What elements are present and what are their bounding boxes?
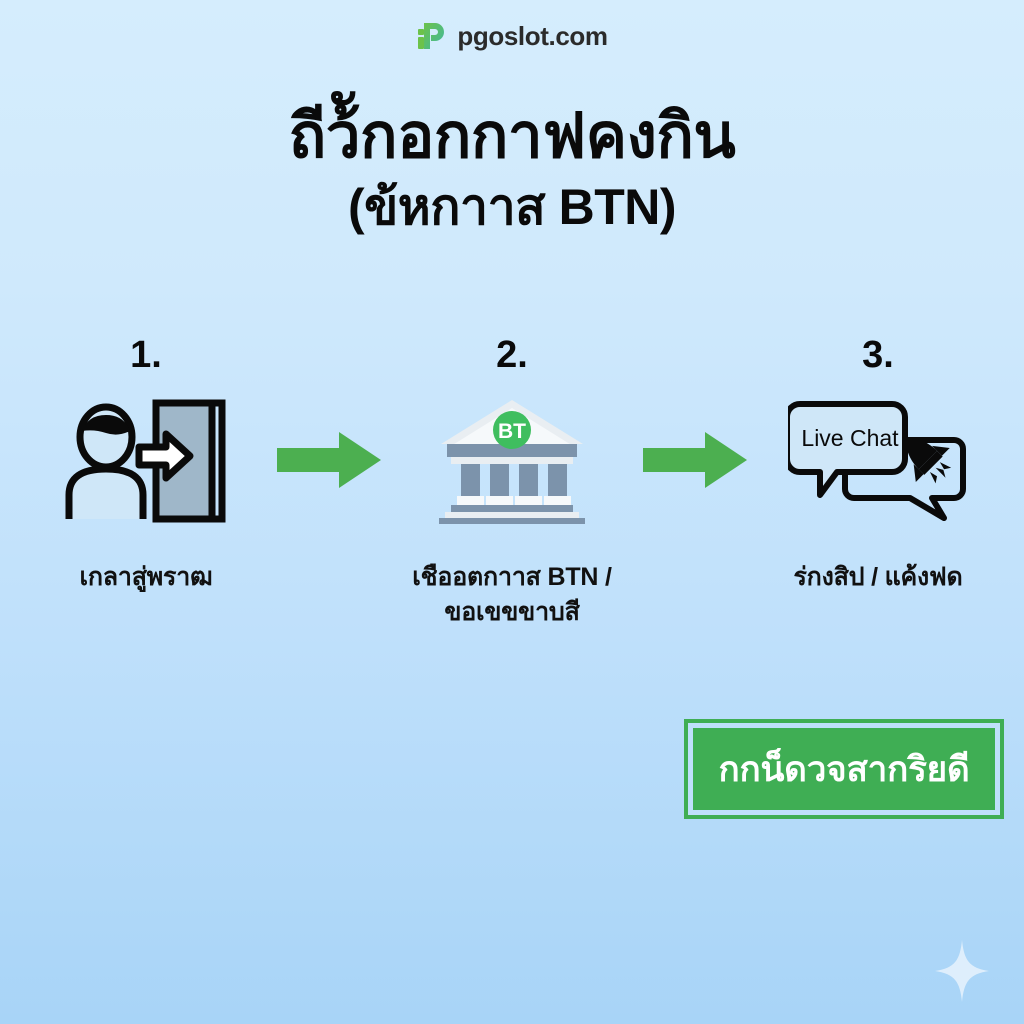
step-2-caption: เชืออตกาาส BTN / ขอเขขขาบสี: [388, 560, 636, 629]
step-3-caption-line1: ร่กงสิป / แค้งฟด: [793, 563, 963, 591]
live-chat-bubbles-rocket-icon: Live Chat: [788, 401, 966, 521]
step-2-number: 2.: [496, 334, 528, 376]
steps-row: 1. เกลาสู่พราฒ: [0, 336, 1024, 629]
brand-header: pgoslot.com: [0, 20, 1024, 52]
login-door-person-icon: [65, 399, 226, 523]
right-arrow-icon: [277, 432, 381, 488]
step-3-caption: ร่กงสิป / แค้งฟด: [754, 560, 1002, 595]
heading-block: ถีว้ักอกกาฟคงกิน (ข้หกาาส BTN): [0, 104, 1024, 235]
step-2-caption-line2: ขอเขขขาบสี: [444, 597, 580, 626]
step-1-artwork: [22, 384, 270, 536]
four-point-star-sparkle-icon: [935, 940, 989, 1002]
page-subtitle: (ข้หกาาส BTN): [347, 179, 677, 236]
arrow-2-cell: [636, 336, 754, 488]
right-arrow-icon: [643, 432, 747, 488]
status-badge-label: กกน็ดวจสากริยดี: [718, 749, 970, 789]
arrow-1-cell: [270, 336, 388, 488]
bank-badge-text: BT: [498, 420, 526, 443]
brand-name: pgoslot.com: [457, 21, 608, 51]
status-badge: กกน็ดวจสากริยดี: [684, 719, 1004, 819]
pgoslot-p-logo-icon: [418, 23, 445, 49]
live-chat-bubble-text: Live Chat: [801, 425, 899, 451]
page-title: ถีว้ักอกกาฟคงกิน: [288, 102, 736, 171]
step-1-caption-line1: เกลาสู่พราฒ: [79, 563, 213, 591]
step-2-caption-line1: เชืออตกาาส BTN /: [412, 563, 612, 591]
step-3-artwork: Live Chat: [754, 384, 1002, 536]
step-1-caption: เกลาสู่พราฒ: [22, 560, 270, 595]
step-1: 1. เกลาสู่พราฒ: [22, 336, 270, 595]
bank-building-icon: BT: [439, 400, 585, 524]
step-1-number: 1.: [130, 334, 162, 376]
step-2: 2.: [388, 336, 636, 629]
step-3-number: 3.: [862, 334, 894, 376]
step-3: 3. Live Chat ร่กง: [754, 336, 1002, 595]
step-2-artwork: BT: [388, 384, 636, 536]
